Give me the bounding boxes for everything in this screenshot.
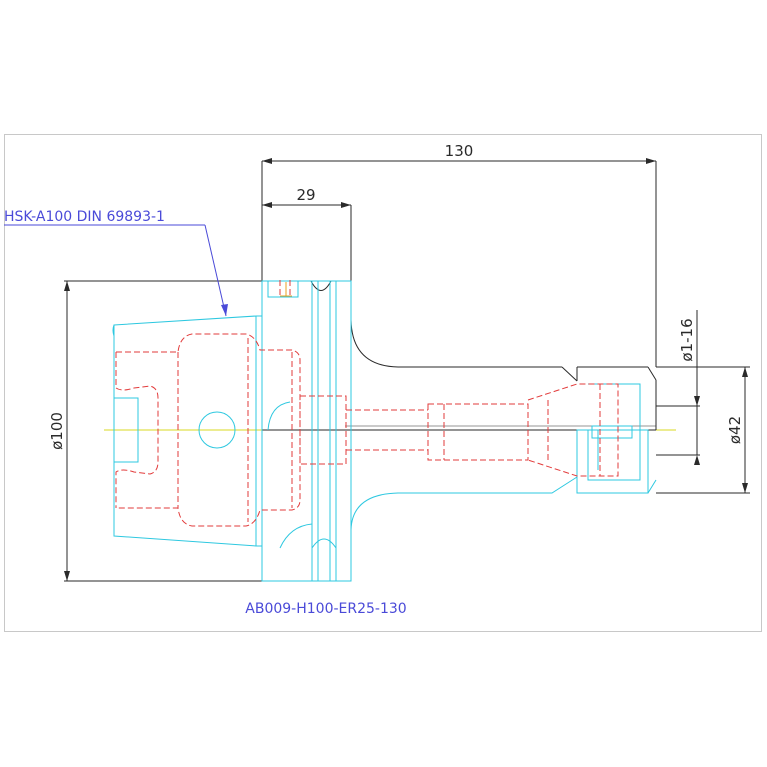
- dim-flange-diameter: ø100: [48, 412, 66, 450]
- hsk-leader: [4, 224, 227, 317]
- dim-flange-width: 29: [296, 186, 315, 204]
- dimension-lines: [66, 160, 750, 581]
- standard-label: HSK-A100 DIN 69893-1: [4, 209, 165, 225]
- hsk-shank-section: [112, 280, 657, 582]
- dim-nut-diameter: ø42: [726, 416, 744, 444]
- hidden-lines: [115, 280, 619, 527]
- dim-clamping-range: ø1-16: [678, 318, 696, 361]
- part-number-label: AB009-H100-ER25-130: [245, 601, 406, 617]
- key-slot-detail: [280, 282, 292, 297]
- hsk-leader-arrow: [221, 304, 228, 316]
- drawing-frame: [4, 134, 762, 632]
- dim-overall-length: 130: [445, 142, 474, 160]
- dimension-arrows: [64, 158, 748, 581]
